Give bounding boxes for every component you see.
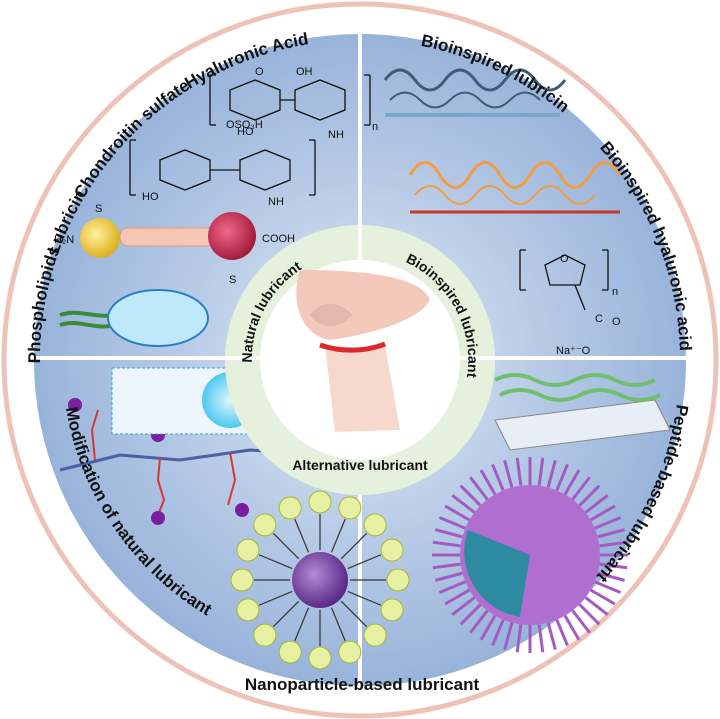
lubricin-molecule (80, 212, 256, 260)
bha-n-label: n (612, 286, 618, 298)
hyaluronic-acid-structure (209, 74, 371, 126)
bha-o2-label: O (612, 316, 621, 328)
lubricin-cooh-label: COOH (262, 233, 295, 245)
bha-o-label: O (560, 253, 569, 265)
ha-oh-label: OH (296, 66, 313, 78)
bha-na-label: Na⁺⁻O (556, 345, 591, 357)
cs-nh-label: NH (268, 196, 284, 208)
phospholipid-structure (59, 289, 209, 347)
peptide-fibrils (494, 373, 671, 451)
ha-nh-label: NH (328, 129, 344, 141)
knee-joint-icon (296, 270, 430, 432)
label-alternative-lubricant: Alternative lubricant (292, 457, 428, 473)
ha-n-label: n (372, 121, 378, 133)
lubricin-s-label: S (95, 203, 102, 215)
chondroitin-sulfate-structure (129, 139, 316, 196)
lubricin-h2n-label: H₂N (54, 234, 74, 246)
bha-c-label: C (595, 313, 603, 325)
micelle-illustration (432, 457, 628, 653)
nanoparticle-illustration (230, 490, 410, 670)
lubricin-s2-label: S (229, 274, 236, 286)
label-nanoparticle-based-lubricant: Nanoparticle-based lubricant (245, 675, 480, 694)
bioinspired-ha-monomer (519, 249, 609, 311)
bioinspired-ha-brush (408, 161, 622, 214)
ha-ho-label: HO (237, 126, 254, 138)
bioinspired-lubricin-brush (383, 68, 567, 117)
ha-cooh-label: O (255, 66, 264, 78)
cs-oso3h-label: OSO₃H (226, 119, 263, 131)
cs-ho-label: HO (142, 191, 159, 203)
